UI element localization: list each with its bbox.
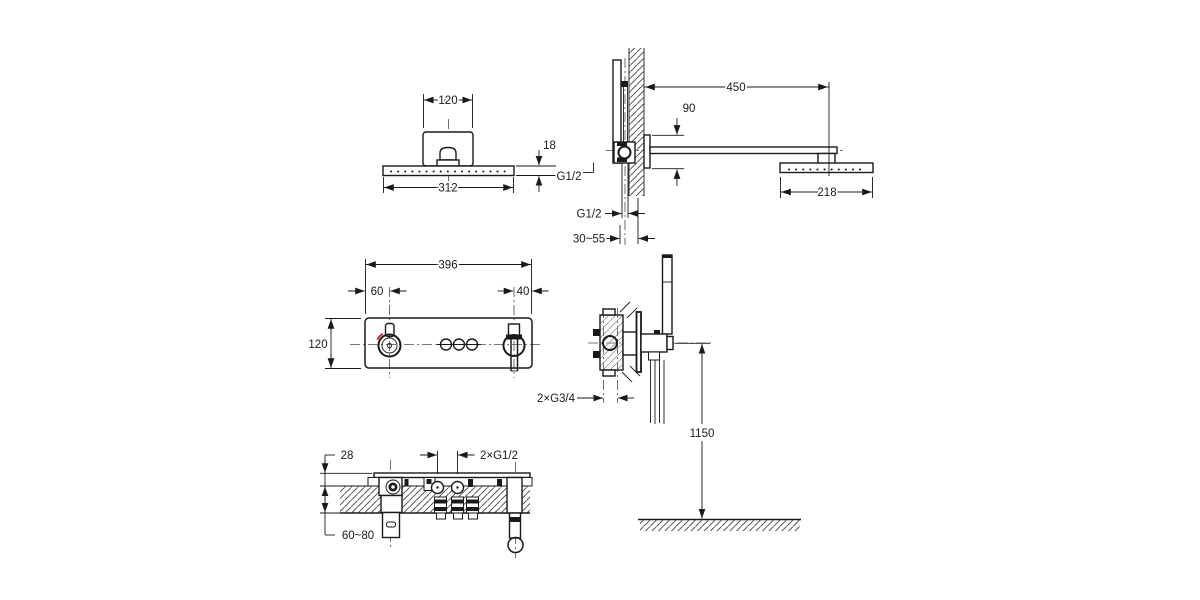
mount-clip (593, 329, 600, 336)
right-knob (502, 334, 526, 357)
hand-shower-holder (640, 333, 668, 353)
arm-head-fitting (817, 152, 836, 165)
left-knob-tab (384, 322, 395, 338)
dim-arm-length: 450 (726, 82, 745, 94)
dim-wall-thread: G1/2 (577, 209, 602, 221)
valve-neck (622, 331, 638, 356)
valve-cartridge (602, 335, 618, 351)
head-connector (439, 146, 457, 161)
hand-shower-outlet (507, 536, 524, 554)
left-elbow (380, 494, 403, 514)
wall-section (629, 48, 644, 196)
pipe-slot (386, 521, 396, 528)
dim-escutcheon-height: 90 (683, 103, 696, 115)
dim-left-handle-offset: 60 (371, 286, 384, 298)
dim-rough-in-depth: 30~55 (573, 234, 605, 246)
connector-flange (436, 159, 460, 167)
plate-left-cap (367, 477, 381, 487)
hose-fitting (648, 351, 660, 361)
view-mixer-side: 2×G3/4 1150 (535, 254, 801, 531)
view-mixer-front: 396 60 40 120 (307, 258, 549, 378)
dim-connector-width: 120 (438, 95, 457, 107)
rail-top-fitting (621, 81, 628, 87)
trim-plate (364, 317, 533, 369)
hand-shower (661, 254, 673, 335)
dim-install-height: 1150 (690, 428, 715, 440)
arm-escutcheon (643, 134, 651, 169)
dim-head-depth: 218 (817, 187, 836, 199)
dim-right-handle-offset: 40 (517, 286, 530, 298)
outlet-fittings (434, 496, 479, 520)
left-knob (377, 333, 402, 358)
dim-head-width: 312 (438, 183, 457, 195)
right-elbow (506, 476, 523, 514)
view-overhead-shower-front: 120 312 18 (382, 93, 558, 196)
shower-arm (649, 146, 838, 155)
shower-head-side (779, 162, 874, 174)
trim-plate-edge (373, 472, 531, 479)
dim-arm-thread: G1/2 (557, 171, 582, 183)
dim-plate-width: 396 (438, 260, 457, 272)
ball-joint (617, 145, 632, 160)
mount-clip (593, 351, 600, 358)
hot-indicator-arc (376, 333, 384, 341)
dim-rough-in-depth: 60~80 (342, 530, 374, 542)
dim-head-thickness: 18 (543, 140, 556, 152)
dim-plate-clearance: 28 (341, 450, 354, 462)
view-mixer-top: 2×G1/2 28 60~80 (320, 448, 533, 558)
body-bottom-tab (602, 369, 616, 377)
dim-plate-height: 120 (308, 339, 327, 351)
view-overhead-shower-side: 450 90 G1/2 G1/2 30~55 218 (555, 48, 874, 247)
holder-end-cap (666, 335, 674, 351)
body-top-tab (602, 308, 616, 316)
dim-inlet-thread: 2×G3/4 (537, 393, 576, 405)
outlet-drop-pipe (508, 512, 522, 539)
dim-outlet-thread: 2×G1/2 (480, 450, 518, 462)
floor-hatch (640, 520, 800, 531)
